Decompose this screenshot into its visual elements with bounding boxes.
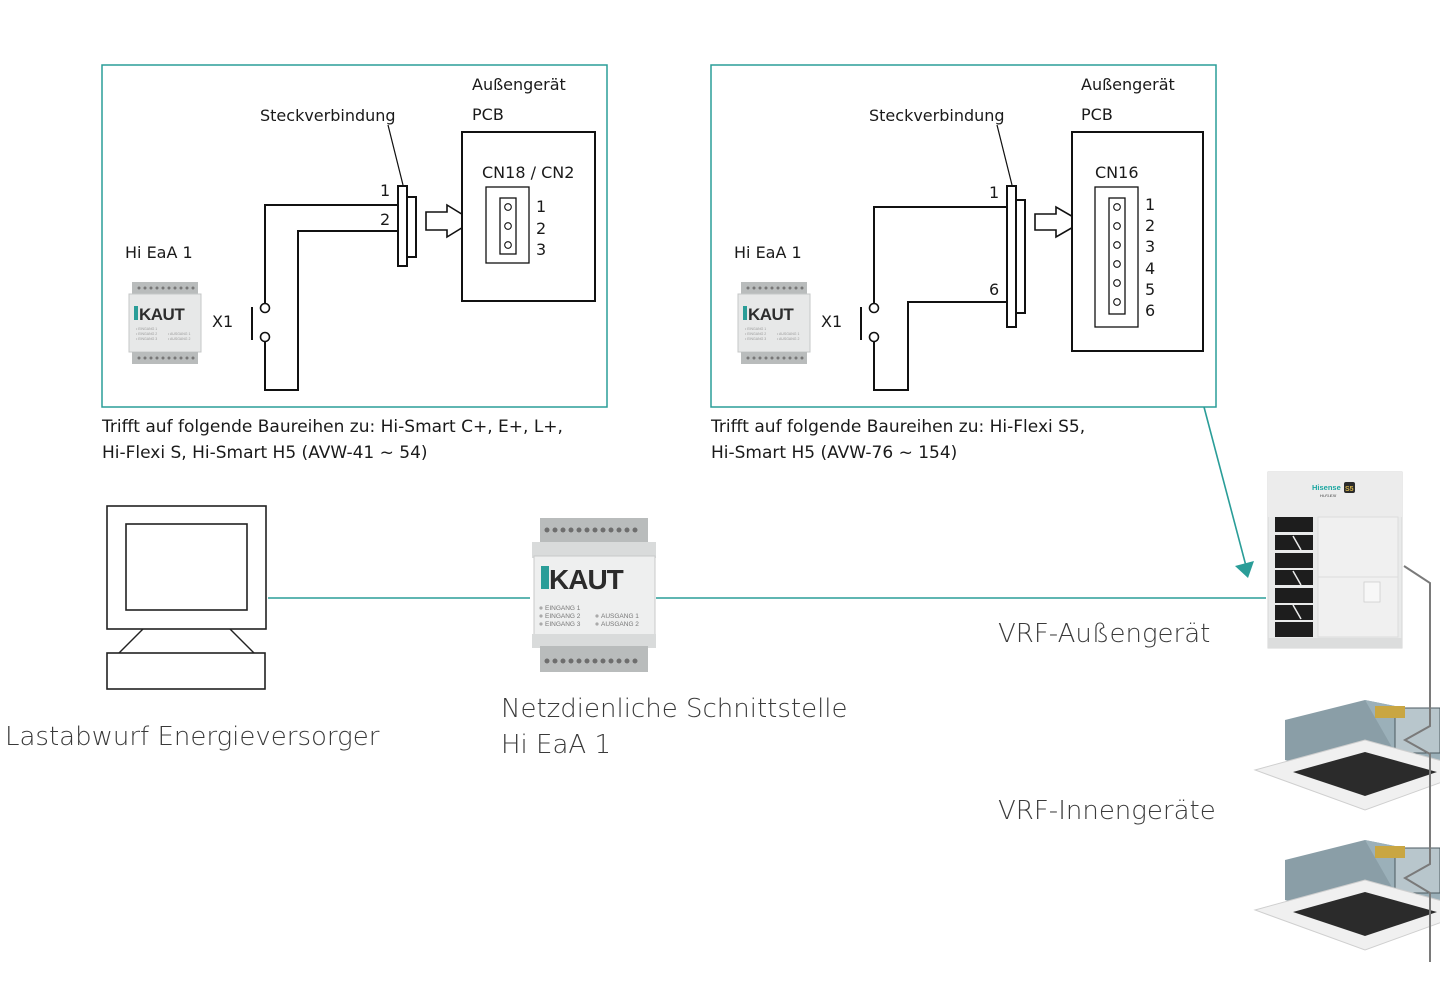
panel-1-plug-pin: 1 — [380, 181, 390, 200]
panel-1-contact-label: X1 — [212, 312, 233, 331]
pin-hole-icon — [1113, 279, 1121, 287]
panel-2-pcb-pin: 4 — [1145, 259, 1155, 278]
pin-hole-icon — [504, 203, 512, 211]
panel-1-wire-2 — [264, 230, 398, 391]
kaut-input-label: EINGANG 3 — [545, 621, 581, 628]
panel-2-wire-2 — [873, 301, 1007, 391]
pin-hole-icon — [1113, 203, 1121, 211]
panel-1-pcb-pin: 1 — [536, 197, 546, 216]
panel-2-frame — [710, 64, 1217, 408]
kaut-output-label: AUSGANG 2 — [601, 621, 639, 628]
panel-2-device-label: Hi EaA 1 — [734, 243, 802, 262]
panel-1-arrow-icon — [425, 203, 475, 239]
vrf-indoor-unit-image — [1254, 839, 1440, 951]
pin-hole-icon — [1113, 260, 1121, 268]
panel-1-kaut-module-icon — [128, 281, 202, 365]
panel-2-pcb-label: PCB — [1081, 105, 1113, 124]
panel-1-pcb-pin: 2 — [536, 219, 546, 238]
panel-1-plug-connector — [397, 185, 408, 267]
pin-hole-icon — [504, 222, 512, 230]
kaut-output-label: AUSGANG 1 — [601, 613, 639, 620]
panel-2-connector-label: Steckverbindung — [869, 106, 1005, 125]
outdoor-badge: S5 — [1345, 486, 1354, 493]
kaut-brand: KAUT — [549, 564, 624, 595]
panel-2-wire-1 — [873, 206, 1007, 303]
outdoor-unit-label: VRF-Außengerät — [998, 619, 1210, 649]
panel-2-pcb-pin: 3 — [1145, 237, 1155, 256]
panel-2-contact-terminal — [868, 331, 880, 343]
panel-1-frame — [101, 64, 608, 408]
indoor-units-label: VRF-Innengeräte — [998, 796, 1216, 826]
panel-2-pcb-pin: 2 — [1145, 216, 1155, 235]
panel-1-pcb-pin: 3 — [536, 240, 546, 259]
panel-1-caption-line2: Hi-Flexi S, Hi-Smart H5 (AVW-41 ~ 54) — [102, 443, 428, 463]
panel-1-pcb-connector-label: CN18 / CN2 — [482, 163, 574, 182]
outdoor-series: Hi-FLEXI — [1320, 493, 1337, 498]
panel-2-pcb-connector-label: CN16 — [1095, 163, 1139, 182]
panel-2-plug-connector — [1006, 185, 1017, 328]
panel-2-pcb-pin: 5 — [1145, 280, 1155, 299]
panel-2-leader-line — [996, 124, 1013, 186]
kaut-input-label: EINGANG 2 — [545, 613, 581, 620]
panel-1-plug-pin: 2 — [380, 210, 390, 229]
kaut-input-label: EINGANG 1 — [545, 605, 581, 612]
panel-1-contact-terminal — [259, 331, 271, 343]
panel-2: Außengerät PCB Steckverbindung Hi EaA 1 … — [710, 64, 1217, 408]
pin-hole-icon — [1113, 222, 1121, 230]
computer-icon — [106, 505, 267, 690]
panel-1-outdoor-label: Außengerät — [472, 75, 566, 94]
panel-2-pcb-pin: 6 — [1145, 301, 1155, 320]
panel-2-caption-line2: Hi-Smart H5 (AVW-76 ~ 154) — [711, 443, 957, 463]
pin-hole-icon — [504, 241, 512, 249]
pointer-arrow-head-icon — [1235, 561, 1254, 578]
panel-1-leader-line — [387, 124, 404, 186]
panel-2-contact-terminal — [868, 302, 880, 314]
panel-2-caption-line1: Trifft auf folgende Baureihen zu: Hi-Fle… — [710, 417, 1085, 437]
panel-1-caption-line1: Trifft auf folgende Baureihen zu: Hi-Sma… — [101, 417, 563, 437]
computer-label: Lastabwurf Energieversorger — [5, 722, 380, 752]
interface-label-line1: Netzdienliche Schnittstelle — [501, 694, 848, 724]
interface-label-line2: Hi EaA 1 — [501, 730, 611, 760]
panel-1-pcb-label: PCB — [472, 105, 504, 124]
panel-1-contact-terminal — [259, 302, 271, 314]
panel-2-kaut-module-icon — [737, 281, 811, 365]
refrigerant-piping-line — [1402, 565, 1431, 962]
vrf-indoor-unit-image — [1254, 699, 1440, 811]
pointer-arrow-line — [1203, 406, 1247, 567]
panel-2-contact-label: X1 — [821, 312, 842, 331]
panel-2-arrow-icon — [1034, 205, 1084, 239]
panel-1-plug-connector-back — [406, 196, 417, 258]
panel-2-outdoor-label: Außengerät — [1081, 75, 1175, 94]
panel-1-connector-label: Steckverbindung — [260, 106, 396, 125]
outdoor-badge-icon — [1344, 482, 1355, 493]
panel-1-wire-1 — [264, 204, 398, 303]
kaut-module-large-icon: KAUT EINGANG 1 EINGANG 2 EINGANG 3 AUSGA… — [532, 518, 656, 672]
panel-2-pcb-pin: 1 — [1145, 195, 1155, 214]
vrf-outdoor-unit-image: Hisense Hi-FLEXI S5 — [1267, 471, 1403, 649]
outdoor-brand: Hisense — [1312, 483, 1341, 492]
panel-1-device-label: Hi EaA 1 — [125, 243, 193, 262]
panel-2-plug-pin: 1 — [989, 183, 999, 202]
panel-2-plug-connector-back — [1015, 199, 1026, 314]
pin-hole-icon — [1113, 241, 1121, 249]
pin-hole-icon — [1113, 298, 1121, 306]
panel-2-plug-pin: 6 — [989, 280, 999, 299]
panel-1: Außengerät PCB Steckverbindung Hi EaA 1 … — [101, 64, 608, 408]
panel-2-pcb-pin-strip — [1108, 197, 1126, 315]
